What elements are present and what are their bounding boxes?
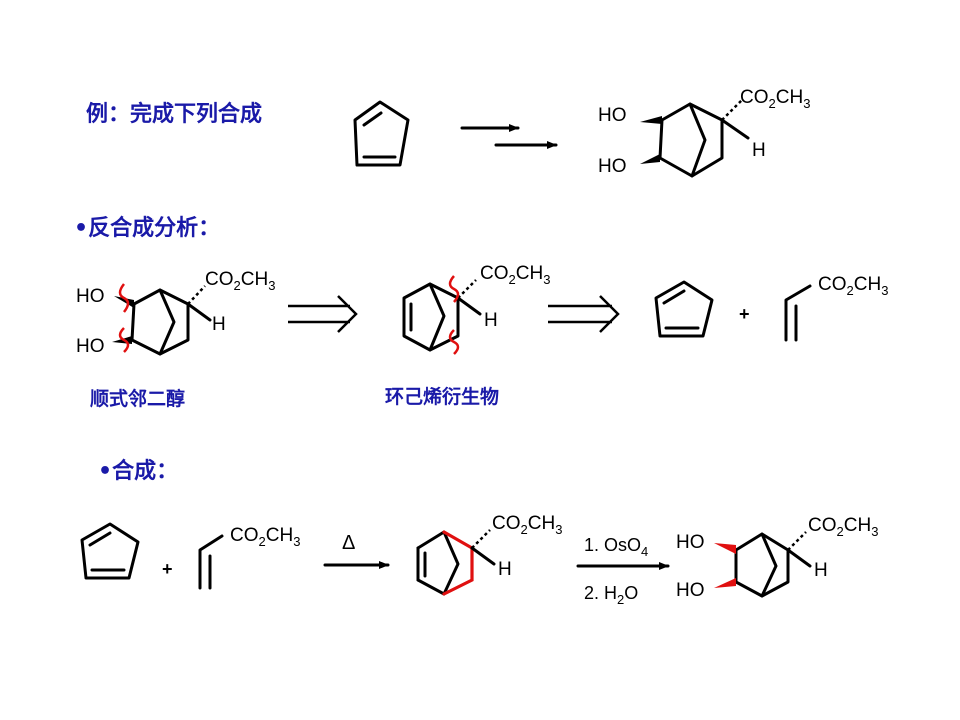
retro-arrow-1 [288,295,358,333]
h-label: H [498,559,512,580]
subscript: 2 [837,524,844,539]
subscript: 2 [617,592,624,607]
co-text: CO [818,274,847,295]
subscript: 2 [769,96,776,111]
ch-text: CH [516,263,543,284]
cyclopentadiene-start [80,522,140,580]
double-arrow-example [460,124,558,149]
subscript: 4 [641,544,648,559]
retro-heading: •反合成分析： [74,210,220,242]
step1-text: 1. OsO [584,535,641,555]
ester-group: CO2CH3 [230,525,300,549]
ho-label: HO [76,336,105,357]
subscript: 3 [543,272,550,287]
cyclopentadiene-fragment [654,280,714,338]
subscript: 3 [555,522,562,537]
synthesis-heading: •合成： [98,453,178,485]
product-diol-norbornane [640,99,750,178]
subscript: 2 [847,283,854,298]
ho-label: HO [676,532,705,553]
h-label: H [814,560,828,581]
retro-arrow-2 [548,295,620,333]
subscript: 3 [871,524,878,539]
co-text: CO [230,525,259,546]
plus-sign: + [162,559,173,579]
cyclopentadiene-reactant [353,100,410,167]
ch-text: CH [776,87,803,108]
ho-label: HO [598,156,627,177]
ho-label: HO [76,286,105,307]
subscript: 3 [293,534,300,549]
bullet: • [98,459,113,484]
ch-text: CH [528,513,555,534]
subscript: 3 [268,278,275,293]
ho-label: HO [676,580,705,601]
ch-text: CH [266,525,293,546]
ester-group: CO2CH3 [205,269,275,293]
retro-diol-structure [112,283,212,356]
label-cyclohexene-derivative: 环己烯衍生物 [385,386,500,408]
ester-group: CO2CH3 [818,274,888,298]
methyl-acrylate-fragment [784,284,812,342]
step2-text: 2. H [584,583,617,603]
subscript: 3 [881,283,888,298]
ho-label: HO [598,105,627,126]
h-label: H [212,314,226,335]
retro-norbornene-structure [402,275,482,355]
ch-text: CH [844,515,871,536]
retro-title: 反合成分析： [88,216,221,241]
example-title: 例：完成下列合成 [86,102,263,127]
ch-text: CH [854,274,881,295]
plus-sign: + [739,304,750,324]
subscript: 3 [803,96,810,111]
h-label: H [752,140,766,161]
ester-group: CO2CH3 [740,87,810,111]
ester-group: CO2CH3 [480,263,550,287]
co-text: CO [740,87,769,108]
label-cis-diol: 顺式邻二醇 [90,388,186,410]
co-text: CO [205,269,234,290]
subscript: 2 [509,272,516,287]
norbornene-adduct [416,529,496,596]
reagent-step-2: 2. H2O [584,583,638,607]
co-text: CO [492,513,521,534]
heat-symbol: Δ [342,532,355,554]
subscript: 2 [521,522,528,537]
synthesis-title: 合成： [112,459,179,484]
co-text: CO [480,263,509,284]
final-diol-product [714,531,812,598]
methyl-acrylate-start [198,534,224,590]
ch-text: CH [241,269,268,290]
ester-group: CO2CH3 [808,515,878,539]
subscript: 2 [259,534,266,549]
reagent-step-1: 1. OsO4 [584,535,648,559]
co-text: CO [808,515,837,536]
step2-text: O [624,583,638,603]
subscript: 2 [234,278,241,293]
bullet: • [74,216,89,241]
h-label: H [484,310,498,331]
ester-group: CO2CH3 [492,513,562,537]
